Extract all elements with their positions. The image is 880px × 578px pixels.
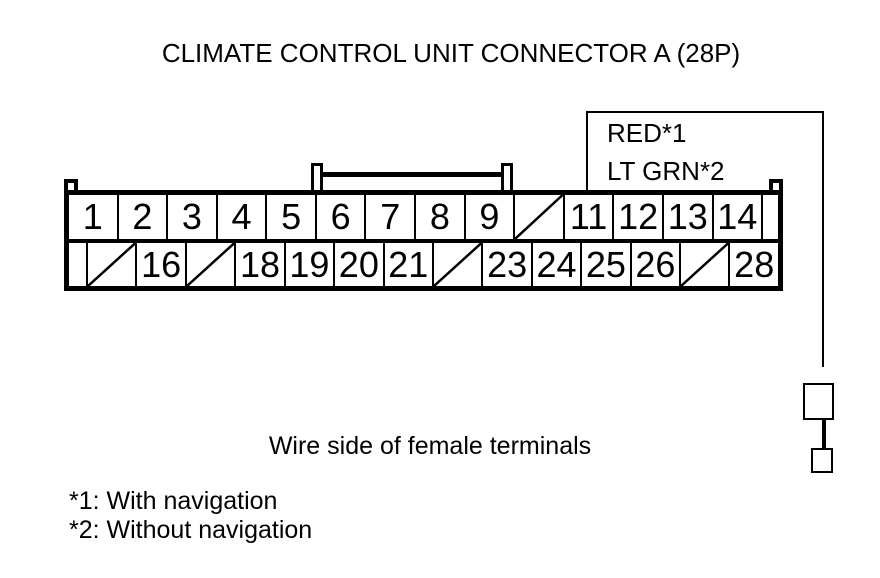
pin-cell-25: 25 xyxy=(582,243,632,286)
pin-cell-20: 20 xyxy=(335,243,385,286)
pin-cell-23: 23 xyxy=(483,243,533,286)
pin-row-divider xyxy=(69,239,778,243)
pin-cell-1: 1 xyxy=(69,195,119,239)
connector-lock-tab-left xyxy=(311,163,323,191)
pin-cell-19: 19 xyxy=(286,243,336,286)
footnote-2: *2: Without navigation xyxy=(69,516,313,544)
slash-icon xyxy=(515,195,563,239)
empty-pin-slash-cell xyxy=(681,243,731,286)
pin-cell-3: 3 xyxy=(168,195,218,239)
slash-icon xyxy=(434,243,481,286)
connector-lock-tab-right xyxy=(501,163,513,191)
pin-cell-12: 12 xyxy=(614,195,664,239)
empty-pin-slash-cell xyxy=(434,243,484,286)
caption: Wire side of female terminals xyxy=(268,432,592,460)
blank-edge-cell xyxy=(763,195,778,239)
wire-color-label: RED*1 LT GRN*2 xyxy=(607,114,725,190)
housing-corner-tab-left xyxy=(64,179,78,192)
blank-edge-cell xyxy=(69,243,88,286)
terminal-symbol-small-box xyxy=(811,448,833,473)
wire-label-box-top-edge xyxy=(586,111,824,113)
pin-cell-6: 6 xyxy=(317,195,367,239)
pin-cell-9: 9 xyxy=(466,195,516,239)
footnote-1: *1: With navigation xyxy=(69,487,278,515)
pin-cell-18: 18 xyxy=(236,243,286,286)
slash-icon xyxy=(187,243,234,286)
empty-pin-slash-cell xyxy=(88,243,138,286)
pin-cell-21: 21 xyxy=(385,243,434,286)
slash-icon xyxy=(681,243,728,286)
housing-corner-tab-right xyxy=(769,179,783,192)
pin-cell-11: 11 xyxy=(565,195,615,239)
pin-cell-4: 4 xyxy=(218,195,268,239)
wire-label-leader-line xyxy=(822,111,824,367)
empty-pin-slash-cell xyxy=(187,243,237,286)
footnotes: *1: With navigation *2: Without navigati… xyxy=(69,487,312,545)
pin-cell-26: 26 xyxy=(632,243,682,286)
page-title: CLIMATE CONTROL UNIT CONNECTOR A (28P) xyxy=(161,38,741,68)
pin-cell-14: 14 xyxy=(714,195,764,239)
slash-icon xyxy=(88,243,135,286)
terminal-symbol-large-box xyxy=(803,383,834,420)
pin-cell-24: 24 xyxy=(533,243,583,286)
empty-pin-slash-cell xyxy=(515,195,565,239)
wire-color-line-2: LT GRN*2 xyxy=(607,156,725,186)
pin-cell-7: 7 xyxy=(366,195,417,239)
pin-cell-16: 16 xyxy=(137,243,187,286)
wire-color-line-1: RED*1 xyxy=(607,118,687,148)
wire-label-box-left-edge xyxy=(586,111,588,192)
pin-cell-8: 8 xyxy=(416,195,466,239)
pin-cell-13: 13 xyxy=(664,195,714,239)
pin-cell-2: 2 xyxy=(119,195,169,239)
connector-lock-bar xyxy=(317,172,507,177)
pin-cell-5: 5 xyxy=(267,195,317,239)
terminal-symbol-link xyxy=(822,419,826,449)
pin-cell-28: 28 xyxy=(734,243,775,285)
